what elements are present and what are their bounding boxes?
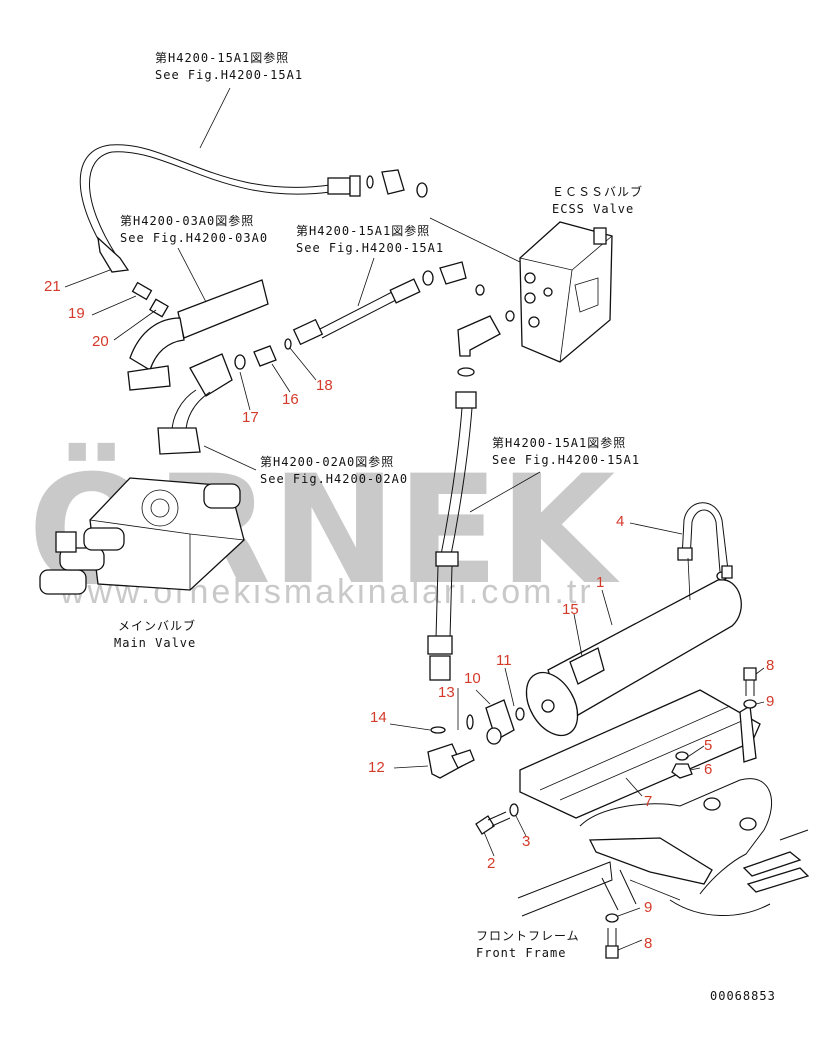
callout-7: 7	[644, 793, 652, 810]
front-frame	[517, 778, 810, 917]
callout-17: 17	[242, 409, 259, 426]
accumulator	[525, 571, 742, 737]
callout-16: 16	[282, 391, 299, 408]
ref-left-jp: 第H4200-03A0図参照	[120, 213, 254, 228]
ref-top-jp: 第H4200-15A1図参照	[155, 50, 289, 65]
front-frame-label-en: Front Frame	[476, 946, 566, 960]
callout-13: 13	[438, 684, 455, 701]
ecss-valve-label-en: ECSS Valve	[552, 202, 634, 216]
callout-10: 10	[464, 670, 481, 687]
reference-labels: 第H4200-15A1図参照 See Fig.H4200-15A1 第H4200…	[120, 50, 640, 486]
ecss-valve-label-jp: ＥＣＳＳバルブ	[552, 184, 643, 199]
callout-8-bottom: 8	[644, 935, 652, 952]
callout-2: 2	[487, 855, 495, 872]
callout-9-bottom: 9	[644, 899, 652, 916]
callout-5: 5	[704, 737, 712, 754]
upper-hose-assembly	[79, 144, 428, 273]
callout-3: 3	[522, 833, 530, 850]
callout-19: 19	[68, 305, 85, 322]
u-bolt	[677, 502, 733, 579]
ref-right-jp: 第H4200-15A1図参照	[492, 435, 626, 450]
callout-8-top: 8	[766, 657, 774, 674]
ref-mid-en: See Fig.H4200-15A1	[296, 241, 444, 255]
callout-1: 1	[596, 574, 604, 591]
hardware	[427, 667, 757, 959]
main-valve-label-en: Main Valve	[114, 636, 196, 650]
ecss-valve	[475, 221, 613, 363]
ref-lower-en: See Fig.H4200-02A0	[260, 472, 408, 486]
callout-20: 20	[92, 333, 109, 350]
callout-21: 21	[44, 278, 61, 295]
ref-left-en: See Fig.H4200-03A0	[120, 231, 268, 245]
callout-14: 14	[370, 709, 387, 726]
ref-mid-jp: 第H4200-15A1図参照	[296, 223, 430, 238]
bracket	[519, 689, 761, 819]
component-labels: ＥＣＳＳバルブ ECSS Valve メインバルブ Main Valve フロン…	[114, 184, 643, 960]
center-hose-assembly	[292, 261, 467, 346]
leader-lines	[64, 87, 765, 951]
main-valve	[39, 477, 245, 595]
callout-12: 12	[368, 759, 385, 776]
callout-18: 18	[316, 377, 333, 394]
lower-hose-assembly	[157, 338, 292, 455]
callouts: 1 2 3 4 5 6 7 8 8 9 9 10 11 12 13 14 15 …	[44, 278, 774, 952]
callout-15: 15	[562, 601, 579, 618]
figure-number: 00068853	[710, 989, 776, 1003]
ref-top-en: See Fig.H4200-15A1	[155, 68, 303, 82]
vertical-hose-assembly	[427, 391, 477, 681]
callout-11: 11	[496, 652, 512, 669]
ref-lower-jp: 第H4200-02A0図参照	[260, 454, 394, 469]
front-frame-label-jp: フロントフレーム	[476, 929, 580, 943]
elbow-fitting	[457, 315, 501, 377]
callout-4: 4	[616, 513, 624, 530]
main-valve-label-jp: メインバルブ	[118, 618, 196, 633]
ref-right-en: See Fig.H4200-15A1	[492, 453, 640, 467]
callout-9-top: 9	[766, 693, 774, 710]
left-hose-assembly	[127, 279, 269, 391]
callout-6: 6	[704, 761, 712, 778]
